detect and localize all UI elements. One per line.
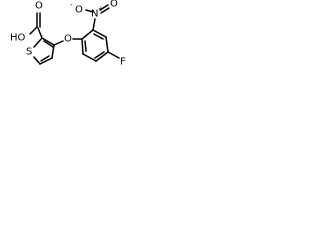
- nitro-oxygen-minus-charge: -: [70, 1, 73, 9]
- ether-oxygen-label: O: [64, 34, 72, 45]
- benzene-ring: [81, 29, 109, 62]
- bond-b6-b1-inner: [84, 40, 87, 52]
- carbonyl-oxygen-label: O: [35, 1, 43, 12]
- bond-c4-c5: [39, 57, 53, 65]
- bond-c2-c3-inner: [43, 40, 54, 48]
- bond-carboxyl-c-oh: [29, 26, 38, 35]
- thiophene-ring: S: [26, 27, 55, 65]
- bond-b3-b4: [105, 36, 109, 53]
- bond-n-o-single: [85, 9, 94, 13]
- bond-b4-b5: [95, 51, 109, 62]
- nitro-oxygen-label: O: [110, 0, 118, 10]
- fluorine-label: F: [120, 57, 126, 68]
- bond-c2-carboxyl: [37, 27, 43, 39]
- bond-b2-b3: [92, 29, 107, 38]
- chemical-structure-diagram: HO O S O - O N +: [10, 0, 126, 68]
- bond-n-o-double-b: [100, 7, 110, 14]
- thiophene-sulfur-label: S: [26, 47, 32, 58]
- bond-c5-s: [33, 56, 41, 65]
- bond-b6-b1: [81, 38, 84, 55]
- bond-b1-b2: [81, 29, 94, 40]
- bond-b2-b3-inner: [93, 33, 104, 40]
- bond-b4-f: [107, 51, 120, 59]
- bond-s-c2: [33, 37, 43, 48]
- bond-b4-b5-inner: [94, 51, 105, 59]
- carboxylic-acid-group: HO O: [10, 1, 43, 44]
- bond-c3-o: [53, 40, 64, 46]
- nitro-nitrogen-plus-charge: +: [98, 5, 104, 13]
- nitro-group: - O N + O: [70, 0, 118, 31]
- bond-c3-c4: [51, 44, 55, 59]
- bond-c4-c5-inner: [40, 55, 50, 62]
- fluorine-substituent: F: [107, 51, 126, 68]
- ether-linkage: O: [53, 34, 83, 46]
- nitro-nitrogen-label: N: [91, 9, 98, 20]
- hydroxyl-label: HO: [10, 33, 26, 44]
- bond-b5-b6: [82, 53, 97, 62]
- nitro-oxygen-minus-label: O: [75, 5, 83, 16]
- bond-n-o-double-a: [99, 4, 109, 11]
- bond-c2-c3: [41, 37, 55, 46]
- bond-b2-n: [92, 18, 96, 31]
